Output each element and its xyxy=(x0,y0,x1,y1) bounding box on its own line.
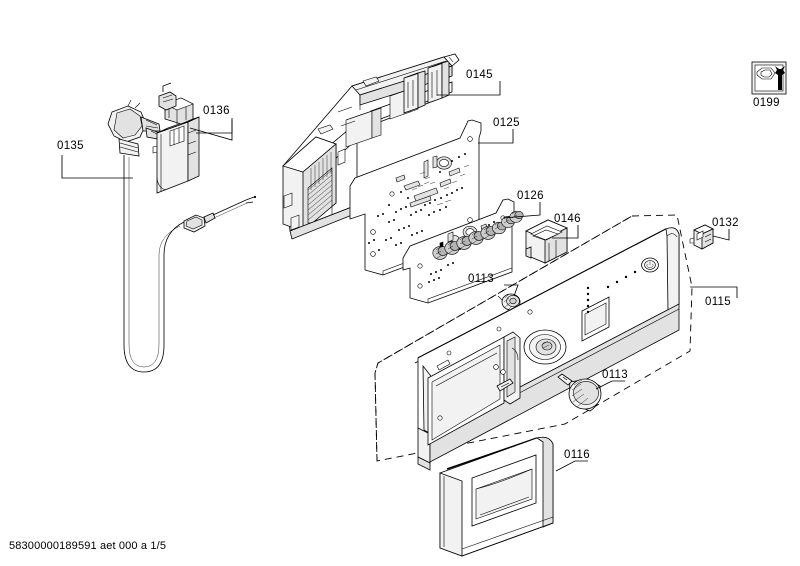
part-0145-panel-housing xyxy=(282,53,460,240)
sheet-footer: 58300000189591 aet 000 a 1/5 xyxy=(9,540,167,552)
part-0113-knob-upper xyxy=(497,293,521,311)
keypad-buttons xyxy=(432,210,524,260)
control-panel-fascia xyxy=(414,227,680,471)
dispenser-recess xyxy=(422,331,521,446)
wrench-nut-icon xyxy=(756,66,785,90)
label-0113-upper: 0113 xyxy=(468,273,494,285)
part-0116-dispenser-drawer xyxy=(439,436,554,557)
led-indicator-column xyxy=(586,286,590,314)
power-button xyxy=(641,257,659,273)
label-0115: 0115 xyxy=(705,296,731,308)
badge-number: 0199 xyxy=(753,97,780,109)
part-0136-suppression-filter xyxy=(152,82,200,194)
label-0135: 0135 xyxy=(57,140,84,152)
part-0135-power-cord xyxy=(107,99,257,373)
label-0132: 0132 xyxy=(712,217,739,229)
part-0113-knob-lower xyxy=(557,373,602,412)
led-indicator-row xyxy=(606,270,637,289)
label-0113-lower: 0113 xyxy=(602,369,628,381)
display-window xyxy=(581,296,610,342)
assembly-0115-boundary xyxy=(374,214,693,462)
label-0146: 0146 xyxy=(554,213,581,225)
part-0146-display-module xyxy=(525,219,568,264)
program-selector-recess xyxy=(523,329,567,365)
label-0116: 0116 xyxy=(564,449,590,461)
label-0145: 0145 xyxy=(466,69,493,81)
label-0136: 0136 xyxy=(203,105,230,117)
part-0126-button-pcb xyxy=(402,198,524,304)
badge-0199: 0199 xyxy=(751,61,787,109)
label-0125: 0125 xyxy=(493,117,520,129)
leader-lines xyxy=(61,81,738,472)
label-0126: 0126 xyxy=(517,190,544,202)
part-number-labels: 0135 0136 0145 0125 0126 0146 0132 0115 … xyxy=(57,69,739,461)
part-0132-clip xyxy=(689,224,714,250)
